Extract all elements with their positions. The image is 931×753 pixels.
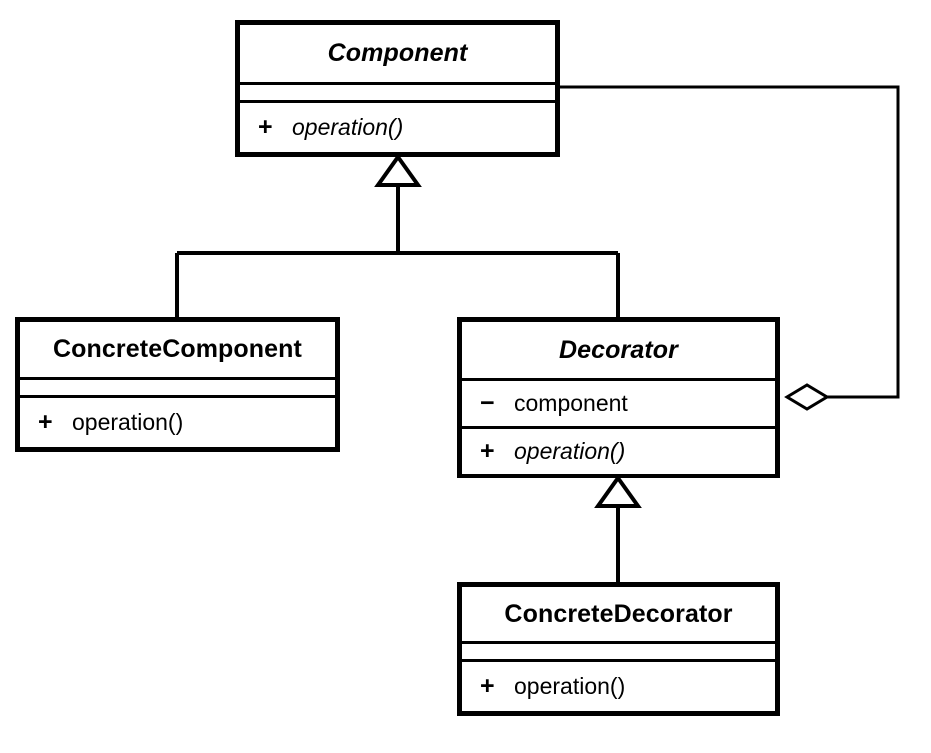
class-name-concrete-component: ConcreteComponent bbox=[20, 322, 335, 377]
attribute-row-decorator: − component bbox=[462, 378, 775, 426]
visibility-marker: + bbox=[480, 437, 495, 465]
generalization-concrete-decorator bbox=[594, 474, 642, 584]
operation-row-concrete-component: + operation() bbox=[20, 395, 335, 447]
visibility-marker: + bbox=[258, 113, 273, 141]
generalization-component-tree bbox=[175, 153, 620, 319]
class-box-decorator[interactable]: Decorator − component + operation() bbox=[457, 317, 780, 478]
operation-label: operation() bbox=[292, 114, 404, 140]
operation-row-component: + operation() bbox=[240, 100, 555, 152]
visibility-marker: − bbox=[480, 389, 495, 417]
operation-label: operation() bbox=[514, 673, 626, 699]
attributes-compartment-concrete-component bbox=[20, 377, 335, 395]
class-box-component[interactable]: Component + operation() bbox=[235, 20, 560, 157]
operation-row-concrete-decorator: + operation() bbox=[462, 659, 775, 711]
visibility-marker: + bbox=[480, 672, 495, 700]
class-box-concrete-component[interactable]: ConcreteComponent + operation() bbox=[15, 317, 340, 452]
visibility-marker: + bbox=[38, 408, 53, 436]
attributes-compartment-concrete-decorator bbox=[462, 641, 775, 659]
class-name-component: Component bbox=[240, 25, 555, 82]
inheritance-arrowhead-component bbox=[374, 153, 422, 187]
operation-label: operation() bbox=[72, 409, 184, 435]
inheritance-arrowhead-decorator bbox=[594, 474, 642, 508]
attribute-label: component bbox=[514, 390, 628, 416]
class-box-concrete-decorator[interactable]: ConcreteDecorator + operation() bbox=[457, 582, 780, 716]
class-name-decorator: Decorator bbox=[462, 322, 775, 378]
class-name-concrete-decorator: ConcreteDecorator bbox=[462, 587, 775, 641]
attributes-compartment-component bbox=[240, 82, 555, 100]
operation-row-decorator: + operation() bbox=[462, 426, 775, 474]
operation-label: operation() bbox=[514, 438, 626, 464]
aggregation-diamond bbox=[784, 383, 830, 411]
